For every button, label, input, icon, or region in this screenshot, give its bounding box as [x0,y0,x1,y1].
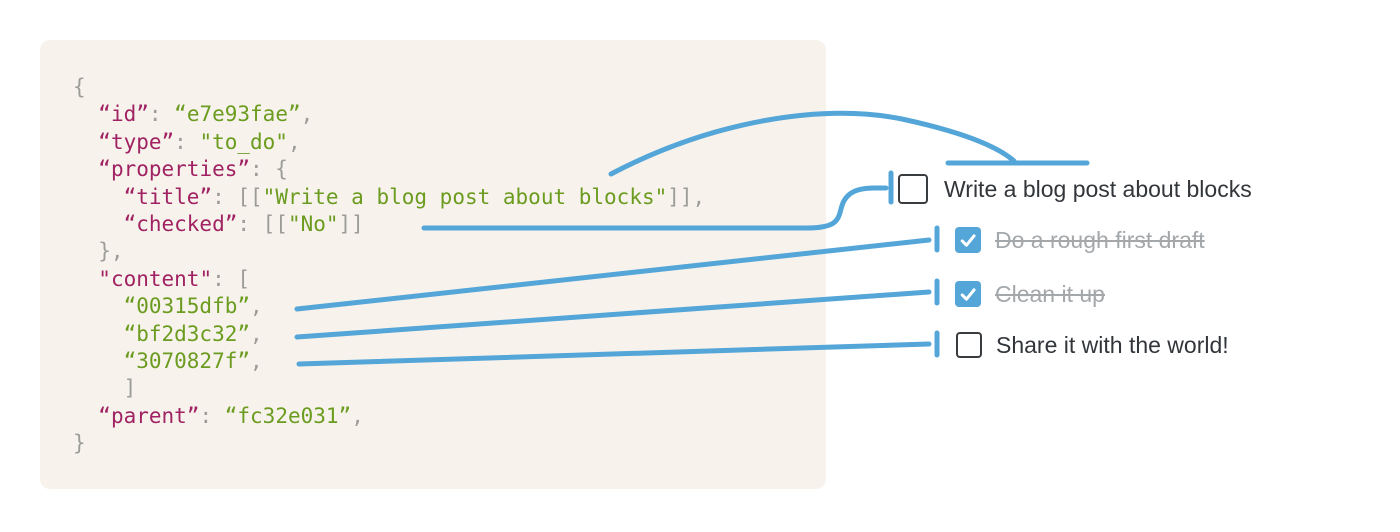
checkmark-icon [960,288,976,301]
todo-item-3: Clean it up [955,281,1105,307]
code-line: } [73,431,86,456]
todo-item-4: Share it with the world! [956,332,1229,358]
todo-item-label: Clean it up [995,280,1105,307]
code-line: “properties”: { [98,157,288,182]
todo-checkbox-unchecked[interactable] [898,174,928,204]
todo-item-label: Write a blog post about blocks [944,175,1252,202]
code-line: “parent”: “fc32e031”, [98,403,364,428]
json-code-panel: { “id”: “e7e93fae”, “type”: "to_do", “pr… [40,40,826,489]
todo-checkbox-unchecked[interactable] [956,332,982,358]
code-line: “type”: "to_do", [98,129,301,154]
code-line: “title”: [["Write a blog post about bloc… [123,184,706,209]
code-line: “3070827f”, [123,348,263,373]
code-line: “00315dfb”, [123,294,263,319]
checkmark-icon [960,234,976,247]
todo-item-2: Do a rough first draft [955,227,1205,253]
code-line: { [73,75,86,99]
code-line: “id”: “e7e93fae”, [98,102,314,127]
code-line: ] [73,376,137,401]
todo-item-label: Share it with the world! [996,331,1229,358]
json-code-block: { “id”: “e7e93fae”, “type”: "to_do", “pr… [73,74,705,457]
code-line: "content": [ [98,266,251,291]
todo-checkbox-checked[interactable] [955,281,981,307]
todo-checkbox-checked[interactable] [955,227,981,253]
code-line: “bf2d3c32”, [123,321,263,346]
todo-item-1: Write a blog post about blocks [898,174,1252,204]
code-line: }, [73,239,124,264]
todo-item-label: Do a rough first draft [995,226,1205,253]
code-line: “checked”: [["No"]] [123,211,364,236]
